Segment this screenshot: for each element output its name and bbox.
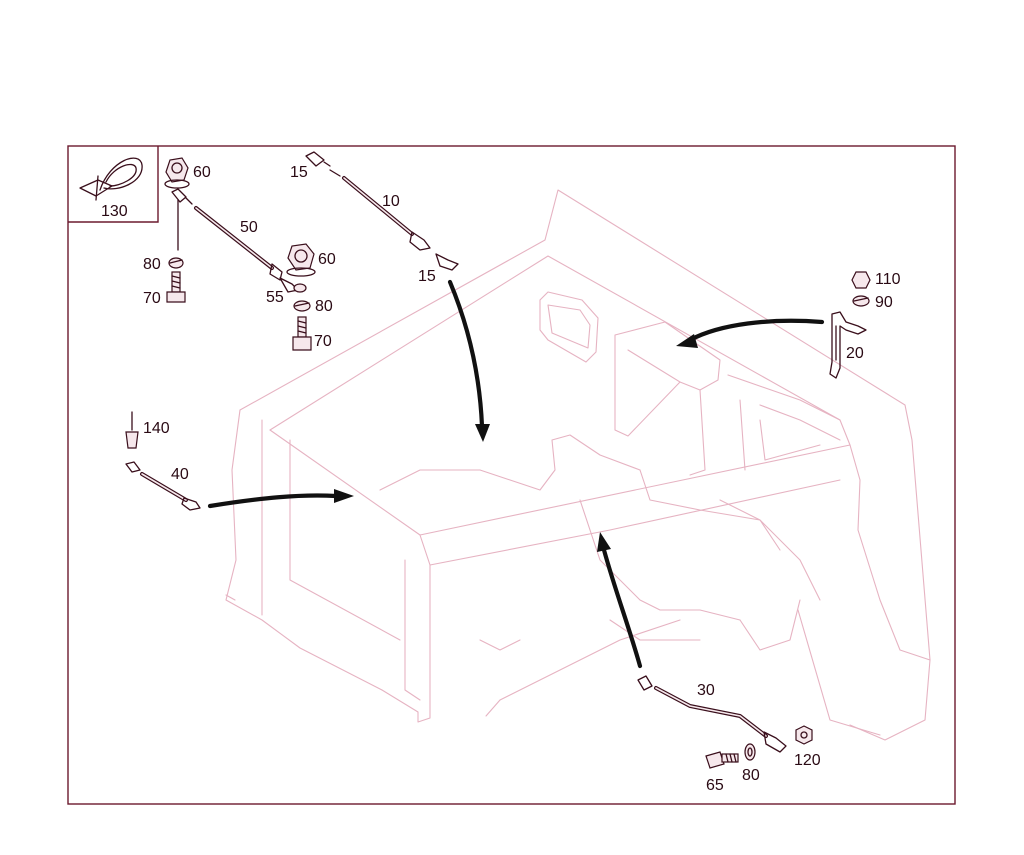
label-15-bottom: 15: [418, 268, 436, 285]
cable-tie-icon: [79, 157, 143, 201]
diagram-frame: [67, 145, 956, 805]
arrow-strap10-to-body: [447, 279, 490, 442]
label-50: 50: [240, 219, 258, 236]
label-20: 20: [846, 345, 864, 362]
label-70-mid: 70: [314, 333, 332, 350]
arrow-strap30-to-body: [597, 532, 643, 669]
bolt-icon: [166, 271, 186, 303]
pin-icon: [125, 411, 139, 449]
spring-washer-icon: [168, 257, 184, 269]
ground-strap-10: [305, 151, 459, 271]
label-10: 10: [382, 193, 400, 210]
label-15-top: 15: [290, 164, 308, 181]
bolt-icon: [705, 751, 739, 769]
inset-box: [68, 146, 159, 223]
vehicle-body-outline: [225, 189, 931, 741]
spring-washer-icon: [744, 743, 756, 761]
nut-icon: [286, 243, 316, 277]
label-60-mid: 60: [318, 251, 336, 268]
label-40: 40: [171, 466, 189, 483]
label-30: 30: [697, 682, 715, 699]
label-60-top: 60: [193, 164, 211, 181]
label-55: 55: [266, 289, 284, 306]
ground-strap-20: [829, 311, 867, 379]
nut-icon: [851, 271, 871, 289]
label-90: 90: [875, 294, 893, 311]
spring-washer-icon: [293, 300, 311, 312]
label-80-bottom: 80: [742, 767, 760, 784]
ground-strap-50: [171, 188, 283, 281]
label-110: 110: [875, 271, 901, 288]
label-80-mid: 80: [315, 298, 333, 315]
label-140: 140: [143, 420, 170, 437]
label-80-left: 80: [143, 256, 161, 273]
ground-strap-30: [637, 675, 787, 753]
nut-icon: [795, 725, 813, 745]
nut-icon: [164, 157, 190, 189]
bolt-icon: [292, 316, 312, 351]
ground-strap-40: [125, 461, 201, 511]
label-65: 65: [706, 777, 724, 794]
arrow-strap20-to-body: [676, 318, 825, 348]
label-70-left: 70: [143, 290, 161, 307]
arrow-strap40-to-body: [207, 489, 354, 509]
spring-washer-icon: [852, 295, 870, 307]
label-130: 130: [101, 203, 128, 220]
label-120: 120: [794, 752, 821, 769]
terminal-55: [279, 277, 307, 293]
